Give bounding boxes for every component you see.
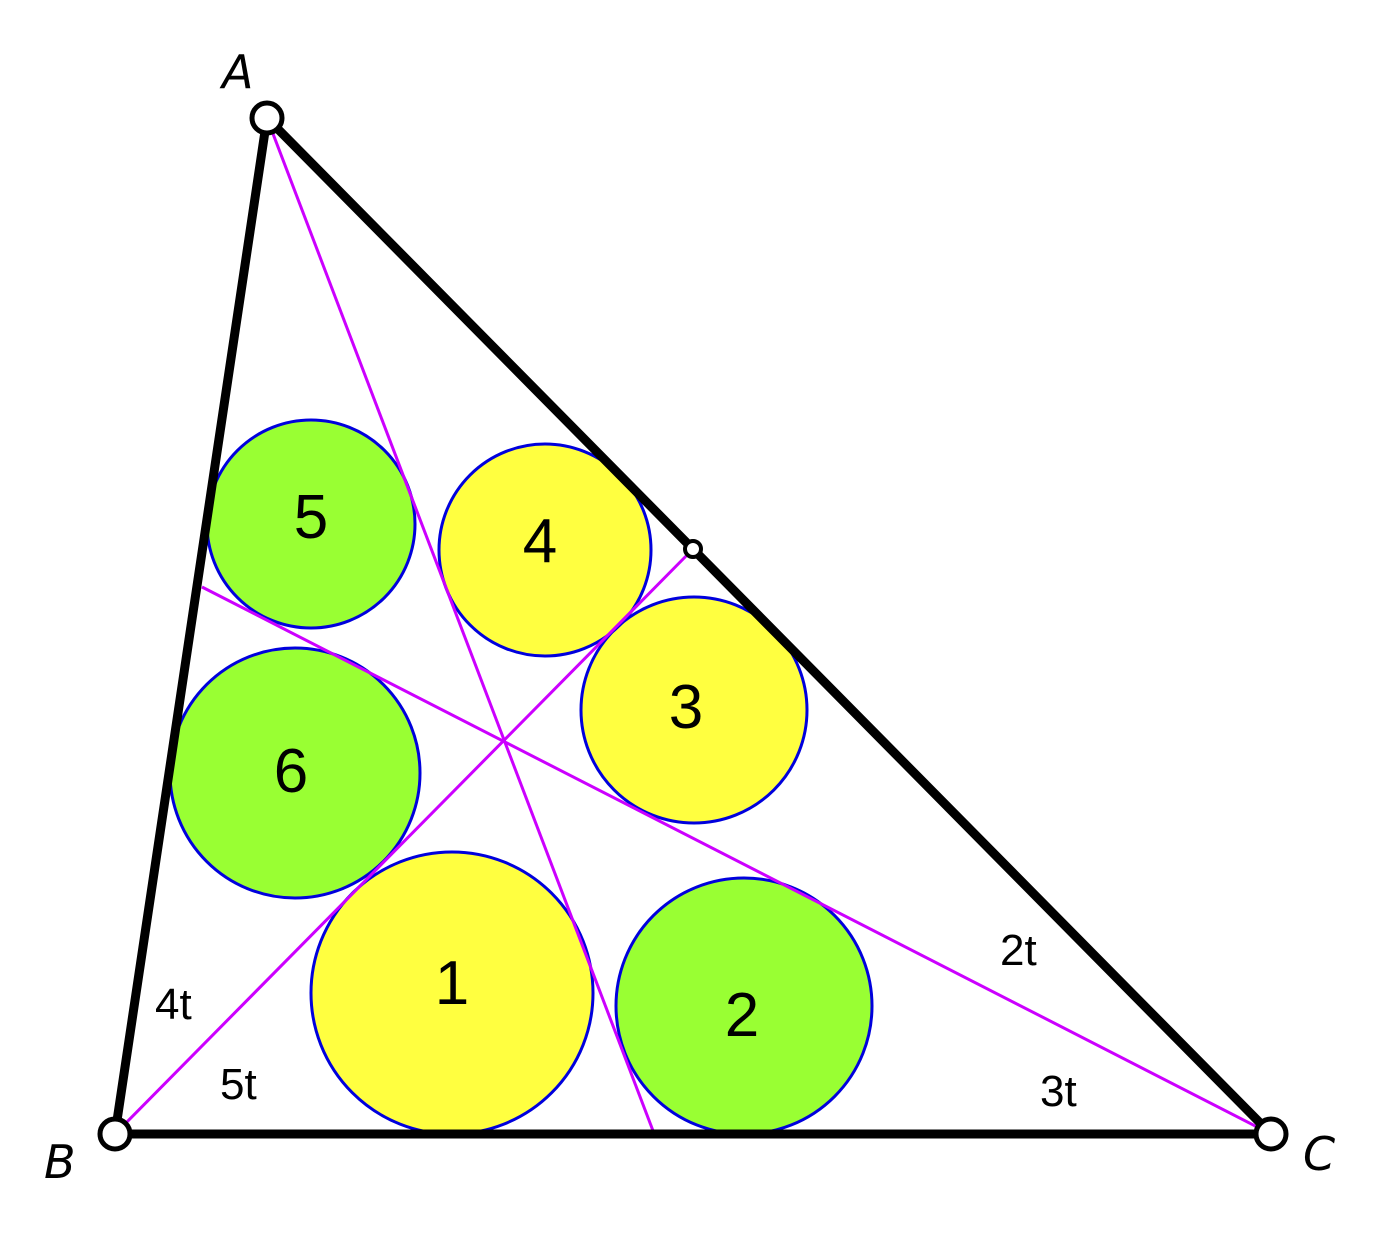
circle-label-6: 6 xyxy=(274,737,308,806)
cevians xyxy=(113,117,1272,1137)
cevian-from-B xyxy=(113,547,695,1136)
side-AB xyxy=(110,113,272,1139)
cevian-from-A xyxy=(265,117,657,1137)
angle-label-B-lower: 5t xyxy=(220,1060,257,1109)
vertex-label-B: B xyxy=(44,1135,76,1189)
circle-3 xyxy=(579,595,809,825)
incircles xyxy=(168,418,874,1136)
vertex-label-A: A xyxy=(219,45,253,99)
cevian-from-C xyxy=(201,585,1272,1136)
angle-label-C-upper: 2t xyxy=(1000,926,1037,975)
circle-label-1: 1 xyxy=(435,949,469,1018)
circle-label-2: 2 xyxy=(725,981,759,1050)
point-A[interactable] xyxy=(249,100,285,136)
circle-label-3: 3 xyxy=(669,673,703,742)
circle-label-5: 5 xyxy=(294,483,328,552)
point-C[interactable] xyxy=(1253,1116,1289,1152)
point-foot-B-cevian[interactable] xyxy=(683,539,703,559)
triangle xyxy=(110,113,1276,1139)
side-AC xyxy=(262,113,1276,1139)
vertex-label-C: C xyxy=(1303,1127,1335,1181)
circle-4 xyxy=(437,442,653,658)
vertex-points xyxy=(97,100,1289,1152)
circle-label-4: 4 xyxy=(523,507,557,576)
angle-label-B-upper: 4t xyxy=(155,980,192,1029)
point-B[interactable] xyxy=(97,1116,133,1152)
angle-label-C-lower: 3t xyxy=(1040,1067,1077,1116)
